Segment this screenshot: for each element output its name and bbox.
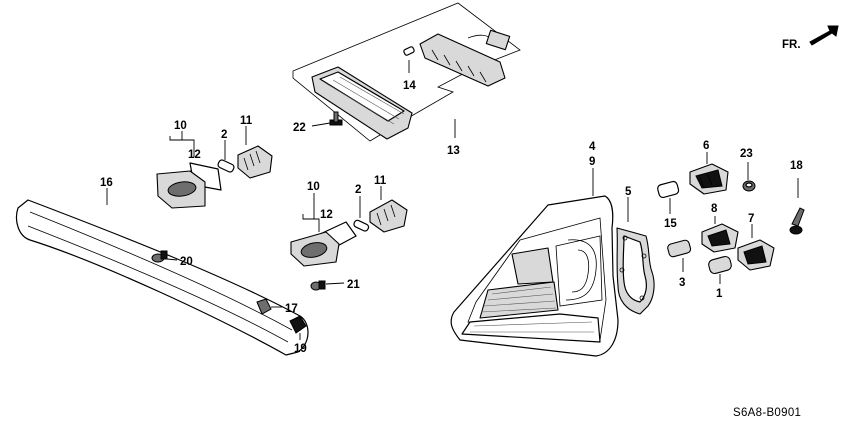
callout-9: 9 bbox=[589, 156, 595, 168]
bulb-1 bbox=[708, 255, 732, 284]
bulb-14 bbox=[403, 46, 415, 56]
callout-labels: 14 22 13 10 12 2 11 16 10 12 2 11 20 21 … bbox=[100, 80, 803, 355]
callout-8: 8 bbox=[711, 203, 718, 215]
rear-garnish-16 bbox=[15, 188, 345, 356]
taillight-assembly bbox=[450, 168, 619, 357]
callout-15: 15 bbox=[664, 218, 677, 230]
callout-18: 18 bbox=[790, 160, 803, 172]
socket-6 bbox=[689, 152, 729, 195]
callout-2-lower: 2 bbox=[355, 184, 361, 196]
front-direction-indicator: FR. bbox=[782, 25, 839, 51]
screw-22 bbox=[311, 111, 343, 127]
garnish-body bbox=[15, 199, 309, 356]
high-mount-stop-light-assembly bbox=[292, 2, 521, 142]
license-light-group-upper bbox=[156, 126, 273, 209]
callout-4: 4 bbox=[589, 141, 596, 153]
callout-12-upper: 12 bbox=[188, 149, 201, 161]
catalog-code: S6A8-B0901 bbox=[733, 407, 801, 419]
bulb-3 bbox=[667, 239, 692, 272]
callout-3: 3 bbox=[679, 277, 685, 289]
callout-7: 7 bbox=[748, 213, 754, 225]
taillight-chamber-lower bbox=[461, 313, 601, 343]
nut-23 bbox=[742, 162, 756, 192]
callout-6: 6 bbox=[703, 140, 709, 152]
front-direction-label: FR. bbox=[782, 39, 801, 51]
bulb-2-lower bbox=[353, 196, 370, 232]
callout-17: 17 bbox=[285, 303, 298, 315]
callout-11-lower: 11 bbox=[374, 175, 387, 187]
wire-connector bbox=[485, 29, 511, 51]
clip-17 bbox=[256, 298, 282, 315]
socket-11-lower bbox=[369, 186, 408, 233]
taillight-chamber-upper bbox=[511, 247, 554, 285]
taillight-gasket-5 bbox=[616, 197, 655, 315]
callout-14: 14 bbox=[403, 80, 416, 92]
socket-11-upper bbox=[237, 126, 273, 179]
callout-2-upper: 2 bbox=[221, 129, 227, 141]
callout-20: 20 bbox=[180, 256, 193, 268]
socket-8 bbox=[701, 216, 739, 253]
assembly-frame bbox=[292, 2, 521, 142]
bulb-2-upper bbox=[217, 140, 235, 173]
nut-21 bbox=[310, 280, 345, 291]
bulb-15 bbox=[657, 180, 680, 214]
license-light-group-lower bbox=[290, 186, 408, 267]
clip-20 bbox=[151, 250, 178, 263]
front-arrow-icon bbox=[809, 25, 839, 46]
stop-light-socket-bar bbox=[419, 33, 506, 87]
callout-10-upper: 10 bbox=[174, 120, 187, 132]
callout-21: 21 bbox=[347, 279, 360, 291]
callout-16: 16 bbox=[100, 177, 113, 189]
callout-23: 23 bbox=[740, 148, 753, 160]
callout-12-lower: 12 bbox=[320, 209, 333, 221]
callout-13: 13 bbox=[447, 145, 460, 157]
screw-18 bbox=[789, 178, 805, 235]
callout-10-lower: 10 bbox=[307, 181, 320, 193]
callout-5: 5 bbox=[625, 186, 632, 198]
callout-11-upper: 11 bbox=[240, 115, 253, 127]
callout-19: 19 bbox=[294, 343, 307, 355]
callout-1: 1 bbox=[716, 288, 723, 300]
clip-19 bbox=[289, 315, 307, 340]
socket-7 bbox=[737, 224, 775, 271]
callout-22: 22 bbox=[293, 122, 306, 134]
